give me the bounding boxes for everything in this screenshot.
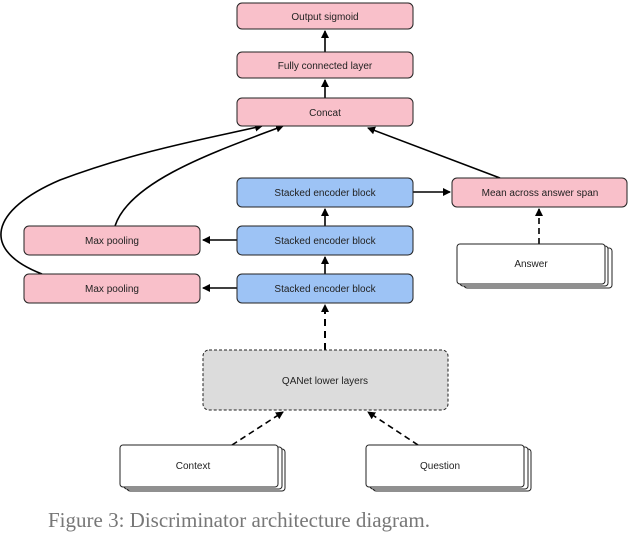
node-max-pooling-2: Max pooling [23,273,201,304]
svg-text:Stacked encoder block: Stacked encoder block [274,236,376,247]
svg-text:Output sigmoid: Output sigmoid [291,12,358,23]
node-max-pooling-1: Max pooling [23,225,201,256]
node-encoder-1: Stacked encoder block [236,177,414,208]
edge-mean-concat [367,126,501,179]
edge-pool1-concat [114,124,284,227]
svg-text:Context: Context [176,461,211,472]
svg-text:QANet lower layers: QANet lower layers [282,376,368,387]
edge-pool2-concat [0,123,263,275]
svg-text:Question: Question [420,461,460,472]
node-question: Question [365,444,532,492]
edge-context-qanet [231,411,284,446]
node-encoder-2: Stacked encoder block [236,225,414,256]
edge-question-qanet [367,411,419,446]
node-answer: Answer [456,243,613,289]
svg-text:Stacked encoder block: Stacked encoder block [274,284,376,295]
node-output-sigmoid: Output sigmoid [236,2,414,30]
svg-text:Fully connected layer: Fully connected layer [278,61,373,72]
node-encoder-3: Stacked encoder block [236,273,414,304]
node-fully-connected: Fully connected layer [236,51,414,79]
node-mean-answer-span: Mean across answer span [451,177,628,208]
svg-text:Answer: Answer [514,259,548,270]
svg-text:Stacked encoder block: Stacked encoder block [274,188,376,199]
node-context: Context [119,444,286,492]
svg-text:Concat: Concat [309,108,341,119]
svg-text:Max pooling: Max pooling [85,284,139,295]
svg-text:Max pooling: Max pooling [85,236,139,247]
diagram: Output sigmoid Fully connected layer Con… [0,2,628,492]
node-qanet-lower-layers: QANet lower layers [202,349,449,411]
svg-text:Mean across answer span: Mean across answer span [482,188,599,199]
figure-caption: Figure 3: Discriminator architecture dia… [48,508,430,532]
node-concat: Concat [236,97,414,127]
